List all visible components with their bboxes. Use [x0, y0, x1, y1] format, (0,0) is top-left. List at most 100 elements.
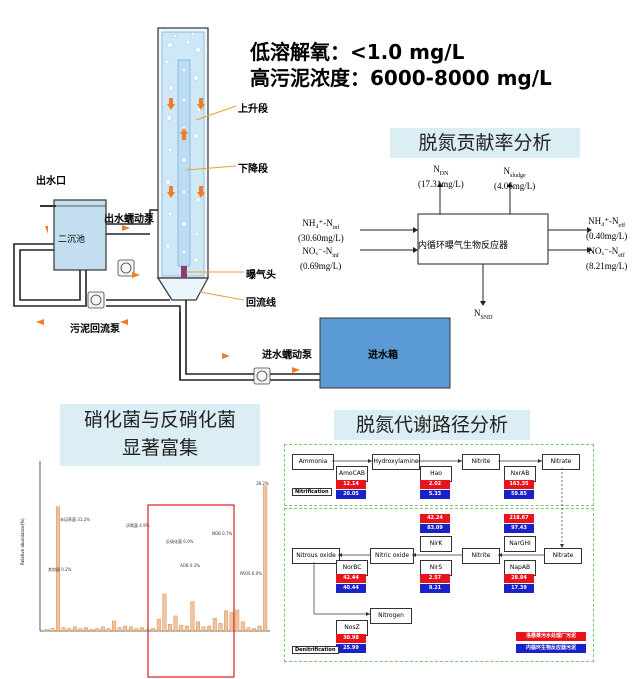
annotation-anaerobe: 厌氧菌 4.9%: [126, 522, 150, 528]
abundance-bar: [95, 628, 100, 632]
abundance-bar: [89, 629, 94, 632]
nirs-value-red: 2.57: [420, 574, 450, 583]
gene-nirk: NirK: [420, 536, 452, 552]
node-nitrate-mid: Nitrate: [544, 548, 582, 564]
node-nitrite-top: Nitrite: [462, 454, 500, 470]
nox-inf-label: NOₓ⁻-Ninf (0.69mg/L): [300, 246, 342, 271]
legend-reactor: 内循环生物反应器污泥: [516, 644, 586, 653]
abundance-bar: [212, 618, 217, 632]
abundance-bar: [50, 628, 55, 632]
abundance-bar: [207, 625, 212, 632]
abundance-bar: [72, 626, 77, 632]
outlet-label: 出水口: [36, 176, 66, 187]
annotation-uncultured: 未培养菌 31.2%: [60, 516, 90, 522]
denitrification-label: Denitrification: [292, 646, 339, 654]
outlet-pump-label: 出水蠕动泵: [104, 214, 154, 225]
hao-value-red: 2.02: [420, 480, 450, 489]
abundance-bar: [223, 610, 228, 632]
node-nitrite-mid: Nitrite: [462, 548, 500, 564]
abundance-bar: [184, 625, 189, 632]
amo-value-red: 12.14: [336, 480, 366, 489]
reactor-schematic: [13, 27, 451, 389]
abundance-bar: [229, 612, 234, 632]
nh4-inf-label: NH₄⁺-Ninf (30.60mg/L): [298, 218, 344, 243]
gene-narghi: NarGHI: [504, 536, 536, 552]
nirs-value-blue: 8.21: [420, 584, 450, 593]
riser-label: 上升段: [238, 104, 268, 115]
narghi-value-blue: 97.43: [504, 524, 534, 533]
abundance-bar: [56, 506, 61, 632]
abundance-bar: [263, 485, 268, 632]
abundance-bar: [173, 615, 178, 632]
abundance-bar: [218, 623, 223, 632]
pathway-arrows: [313, 459, 564, 616]
abundance-bar: [257, 625, 262, 632]
abundance-bar: [190, 601, 195, 632]
nxr-value-blue: 59.85: [504, 490, 534, 499]
nitrogen-balance-diagram: [360, 182, 592, 306]
annotation-nob: NOB 0.7%: [212, 531, 233, 536]
node-nitric-oxide: Nitric oxide: [370, 548, 414, 564]
abundance-bar: [167, 624, 172, 632]
nirk-value-red: 42.24: [420, 514, 450, 523]
downcomer-label: 下降段: [238, 164, 268, 175]
node-hydroxylamine: Hydroxylamine: [372, 454, 420, 470]
abundance-bar: [117, 627, 122, 632]
abundance-bar: [44, 629, 49, 632]
abundance-bar: [162, 593, 167, 632]
node-nitrogen: Nitrogen: [370, 608, 412, 624]
node-nitrous-oxide: Nitrous oxide: [292, 548, 340, 564]
amo-value-blue: 20.05: [336, 490, 366, 499]
nh4-eff-label: NH₄⁺-Neff (0.40mg/L): [586, 216, 628, 241]
nosz-value-red: 30.98: [336, 634, 366, 643]
reactor-box-label: 内循环曝气生物反应器: [418, 240, 509, 250]
norbc-value-blue: 40.44: [336, 584, 366, 593]
abundance-bar: [246, 627, 251, 632]
hao-value-blue: 5.33: [420, 490, 450, 499]
nox-eff-label: NOₓ⁻-Neff (8.21mg/L): [586, 246, 628, 271]
abundance-bar: [139, 627, 144, 632]
denitrifier-highlight-box: [147, 504, 235, 678]
dissolved-oxygen-note: 低溶解氧：<1.0 mg/L: [250, 40, 465, 64]
abundance-bar: [128, 626, 133, 632]
enrichment-title: 硝化菌与反硝化菌 显著富集: [60, 404, 260, 466]
annotation-other: 其他菌 0.2%: [48, 566, 72, 572]
n-dn-label: NDN (17.31mg/L): [418, 164, 464, 189]
nosz-value-blue: 25.99: [336, 644, 366, 653]
abundance-chart: Relative abundance(%) 其他菌 0.2% 未培养菌 31.2…: [20, 461, 270, 678]
abundance-bar: [134, 628, 139, 632]
legend-wwtp: 洛惠莱污水处理厂污泥: [516, 632, 586, 641]
inlet-tank-label: 进水箱: [368, 350, 398, 361]
annotation-paos: PAOS 6.0%: [240, 571, 262, 576]
abundance-bar: [67, 628, 72, 632]
abundance-bar: [78, 628, 83, 632]
return-line-label: 回流线: [246, 298, 276, 309]
norbc-value-red: 42.44: [336, 574, 366, 583]
sludge-concentration-note: 高污泥浓度：6000-8000 mg/L: [250, 66, 552, 90]
nirk-value-blue: 83.09: [420, 524, 450, 533]
abundance-bar: [179, 624, 184, 632]
abundance-bar: [156, 619, 161, 632]
abundance-bar: [100, 626, 105, 632]
abundance-bar: [83, 627, 88, 632]
nitrification-frame: [284, 444, 594, 506]
abundance-bar: [61, 627, 66, 632]
annotation-aob: AOB 0.3%: [180, 563, 200, 568]
node-ammonia: Ammonia: [292, 454, 334, 470]
napab-value-blue: 17.39: [504, 584, 534, 593]
abundance-bar: [106, 628, 111, 632]
nxr-value-red: 163.35: [504, 480, 534, 489]
annotation-denitrifier: 反硝化菌 6.0%: [166, 538, 194, 544]
metabolic-title: 脱氮代谢路径分析: [334, 410, 530, 440]
n-snd-label: NSND: [474, 308, 493, 321]
node-nitrate-top: Nitrate: [542, 454, 580, 470]
aerator-label: 曝气头: [246, 270, 276, 281]
narghi-value-red: 218.67: [504, 514, 534, 523]
abundance-bar: [251, 628, 256, 632]
abundance-bar: [195, 621, 200, 632]
nitrogen-analysis-title: 脱氮贡献率分析: [390, 128, 580, 158]
napab-value-red: 28.84: [504, 574, 534, 583]
clarifier-label: 二沉池: [58, 235, 86, 245]
abundance-bar: [151, 628, 156, 632]
sludge-pump-label: 污泥回流泵: [70, 324, 120, 335]
